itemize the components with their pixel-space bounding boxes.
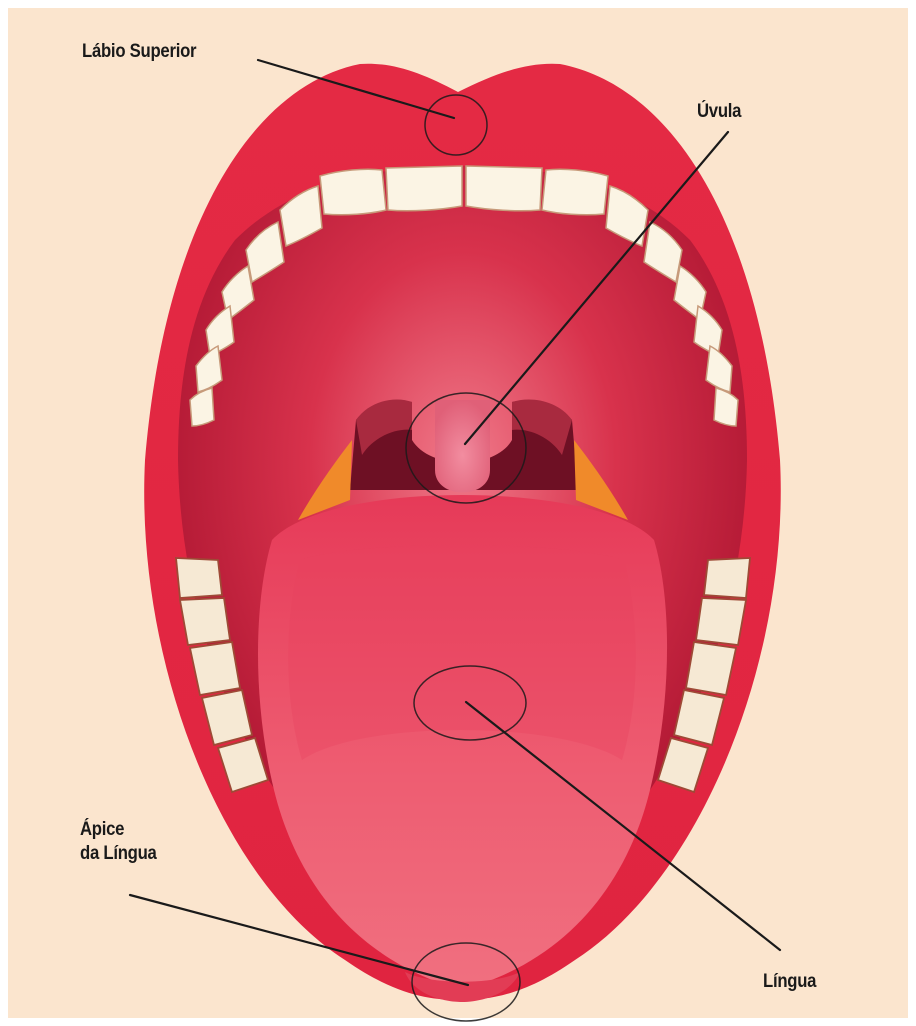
label-lingua: Língua xyxy=(763,970,816,994)
label-apice-da-lingua: Ápice da Língua xyxy=(80,818,157,866)
label-apice-line2: da Língua xyxy=(80,842,157,866)
label-labio-superior: Lábio Superior xyxy=(82,40,196,64)
tongue-highlight xyxy=(288,545,636,760)
label-apice-line1: Ápice xyxy=(80,818,157,842)
label-uvula: Úvula xyxy=(697,100,741,124)
uvula xyxy=(435,400,490,493)
